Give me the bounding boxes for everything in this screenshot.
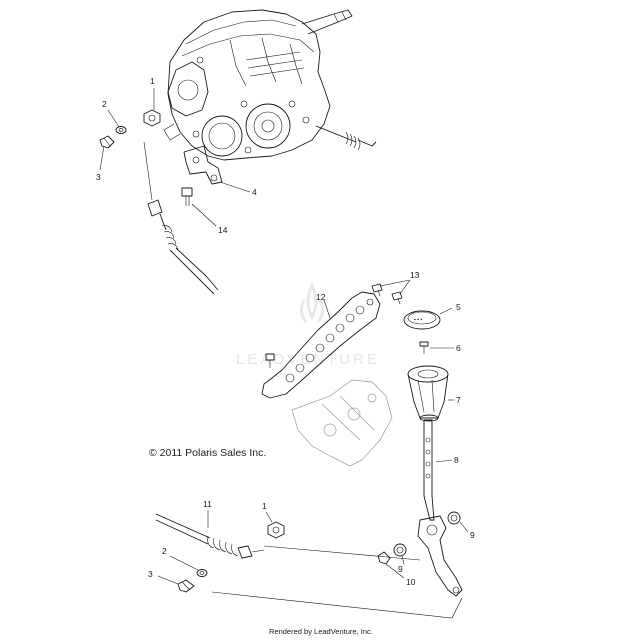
leader-c1-bottom bbox=[265, 511, 273, 523]
shift-cable-lower bbox=[155, 513, 265, 559]
callout-3-bottom: 3 bbox=[148, 569, 153, 579]
callout-9-right: 9 bbox=[470, 530, 475, 540]
callout-1-top: 1 bbox=[150, 76, 155, 86]
leader-c12 bbox=[323, 299, 331, 319]
screws-13 bbox=[371, 283, 403, 305]
cable-guide-line-upper bbox=[263, 545, 421, 561]
callout-6: 6 bbox=[456, 343, 461, 353]
callout-5: 5 bbox=[456, 302, 461, 312]
callout-10: 10 bbox=[406, 577, 416, 587]
leader-c13 bbox=[379, 279, 411, 295]
shift-cable-upper bbox=[143, 141, 219, 295]
leader-c4 bbox=[219, 181, 251, 193]
rendered-by-footer: Rendered by LeadVenture, Inc. bbox=[269, 627, 373, 636]
leader-c3-bottom bbox=[157, 575, 179, 585]
leadventure-watermark: LEADVENTURE bbox=[236, 281, 380, 368]
copyright-notice: © 2011 Polaris Sales Inc. bbox=[149, 447, 267, 459]
bolt-14 bbox=[181, 187, 193, 206]
callout-14: 14 bbox=[218, 225, 228, 235]
shift-knob bbox=[407, 365, 449, 422]
screw-6 bbox=[419, 341, 429, 354]
callout-9-lower: 9 bbox=[398, 564, 403, 574]
background-console-bracket bbox=[291, 379, 393, 467]
nut-top bbox=[143, 109, 161, 127]
push-pin bbox=[265, 353, 275, 368]
clip-bottom bbox=[177, 579, 195, 593]
nut-bottom bbox=[267, 521, 285, 539]
svg-text:LEADVENTURE: LEADVENTURE bbox=[236, 351, 380, 368]
clip-10 bbox=[377, 551, 391, 565]
shift-pattern-insert: ▪ ▪ ▪ bbox=[403, 310, 441, 330]
shift-lever bbox=[417, 419, 463, 597]
callout-3-top: 3 bbox=[96, 172, 101, 182]
leader-c9-right bbox=[459, 521, 469, 533]
callout-2-top: 2 bbox=[102, 99, 107, 109]
leader-c8 bbox=[435, 459, 453, 463]
bushing-lower bbox=[393, 543, 407, 557]
washer-top bbox=[115, 126, 127, 134]
mounting-bracket bbox=[183, 145, 223, 185]
callout-4: 4 bbox=[252, 187, 257, 197]
cable-guide-line-lower bbox=[211, 591, 463, 619]
callout-13: 13 bbox=[410, 270, 420, 280]
callout-12: 12 bbox=[316, 292, 326, 302]
callout-11: 11 bbox=[203, 499, 212, 509]
callout-2-bottom: 2 bbox=[162, 546, 167, 556]
shifter-bracket bbox=[261, 291, 381, 399]
transmission-housing bbox=[163, 9, 377, 161]
bushing-right bbox=[447, 511, 461, 525]
leader-c10 bbox=[385, 563, 405, 579]
callout-1-bottom: 1 bbox=[262, 501, 267, 511]
callout-8: 8 bbox=[454, 455, 459, 465]
leader-c14 bbox=[191, 203, 217, 227]
washer-bottom bbox=[196, 569, 208, 577]
svg-text:▪ ▪ ▪: ▪ ▪ ▪ bbox=[414, 317, 422, 323]
leader-c5 bbox=[439, 307, 453, 315]
clip-top bbox=[99, 135, 115, 149]
leader-c2-bottom bbox=[169, 555, 199, 571]
leader-c2-top bbox=[107, 109, 120, 128]
leader-c3-top bbox=[99, 145, 105, 171]
leader-c9-lower bbox=[401, 555, 405, 565]
callout-7: 7 bbox=[456, 395, 461, 405]
